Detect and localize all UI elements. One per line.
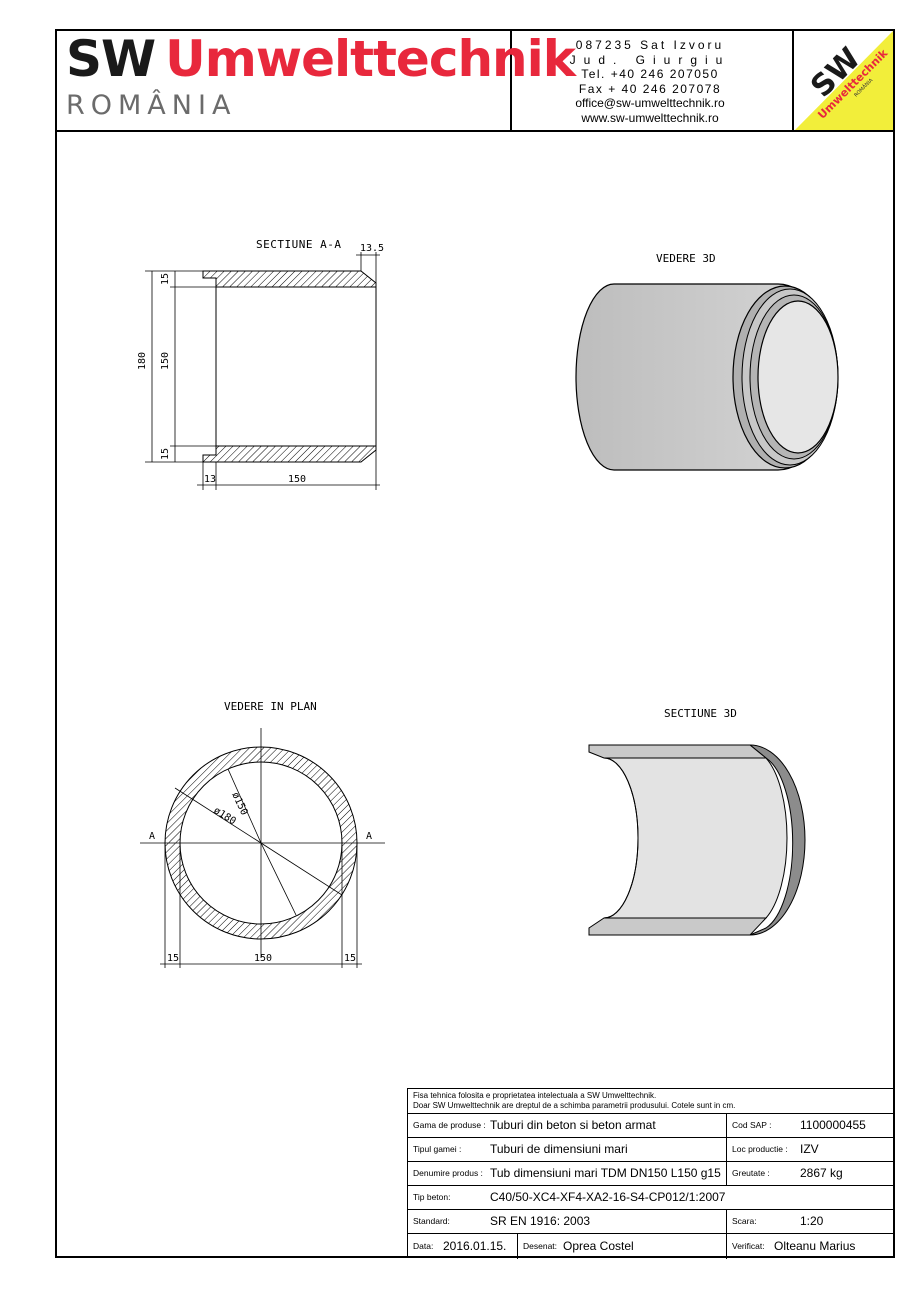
data-label: Data: bbox=[413, 1241, 434, 1251]
data-value: 2016.01.15. bbox=[443, 1239, 507, 1253]
header-divider bbox=[510, 29, 512, 132]
contact-website[interactable]: www.sw-umwelttechnik.ro bbox=[581, 110, 719, 125]
sw-badge-logo: SW Umwelttechnik ROMÂNIA bbox=[795, 31, 893, 130]
dim-150-plan: 150 bbox=[254, 953, 272, 964]
greutate-value: 2867 kg bbox=[800, 1166, 843, 1180]
bottom-wall-section bbox=[202, 445, 377, 463]
view-3d-title: VEDERE 3D bbox=[656, 252, 716, 265]
denumire-value: Tub dimensiuni mari TDM DN150 L150 g15 bbox=[490, 1166, 721, 1180]
contact-county: Jud. Giurgiu bbox=[569, 52, 731, 67]
dim-15-left: 15 bbox=[167, 953, 179, 964]
verificat-label: Verificat: bbox=[732, 1241, 765, 1251]
section-aa-view: SECTIUNE A-A 180 150 15 15 13 150 bbox=[137, 238, 384, 490]
gama-label: Gama de produse : bbox=[413, 1120, 486, 1130]
section-3d-title: SECTIUNE 3D bbox=[664, 707, 737, 720]
top-wall-section bbox=[202, 270, 377, 288]
section-3d: SECTIUNE 3D bbox=[588, 707, 806, 936]
header bbox=[55, 29, 895, 132]
header-divider bbox=[792, 29, 794, 132]
section-mark-a-right: A bbox=[366, 831, 372, 842]
desenat-value: Oprea Costel bbox=[563, 1239, 634, 1253]
contact-email[interactable]: office@sw-umwelttechnik.ro bbox=[575, 96, 725, 110]
plan-view-title: VEDERE IN PLAN bbox=[224, 700, 317, 713]
logo-sw-text: SW bbox=[66, 30, 156, 88]
dim-15-top: 15 bbox=[160, 273, 171, 285]
view-3d: VEDERE 3D bbox=[575, 252, 839, 471]
tip-gamei-label: Tipul gamei : bbox=[413, 1144, 462, 1154]
contact-tel: Tel. +40 246 207050 bbox=[581, 67, 719, 81]
contact-postal: 087235 Sat Izvoru bbox=[575, 38, 725, 52]
dim-150: 150 bbox=[160, 352, 171, 370]
tip-beton-label: Tip beton: bbox=[413, 1192, 451, 1202]
dim-15-bottom: 15 bbox=[160, 448, 171, 460]
standard-label: Standard: bbox=[413, 1216, 450, 1226]
tube-inner-opening bbox=[757, 300, 839, 454]
tip-beton-value: C40/50-XC4-XF4-XA2-16-S4-CP012/1:2007 bbox=[490, 1190, 726, 1204]
verificat-value: Olteanu Marius bbox=[774, 1239, 856, 1253]
tip-gamei-value: Tuburi de dimensiuni mari bbox=[490, 1142, 628, 1156]
dim-150-length: 150 bbox=[288, 474, 306, 485]
ownership-note: Fisa tehnica folosita e proprietatea int… bbox=[413, 1091, 657, 1100]
denumire-label: Denumire produs : bbox=[413, 1168, 483, 1178]
scara-label: Scara: bbox=[732, 1216, 757, 1226]
desenat-label: Desenat: bbox=[523, 1241, 558, 1251]
contact-fax: Fax + 40 246 207078 bbox=[578, 81, 722, 96]
loc-productie-label: Loc productie : bbox=[732, 1144, 788, 1154]
dim-13: 13 bbox=[204, 474, 216, 485]
gama-value: Tuburi din beton si beton armat bbox=[490, 1118, 656, 1132]
section-aa-title: SECTIUNE A-A bbox=[256, 238, 341, 251]
scara-value: 1:20 bbox=[800, 1214, 824, 1228]
section-mark-a-left: A bbox=[149, 831, 155, 842]
greutate-label: Greutate : bbox=[732, 1168, 770, 1178]
dim-180: 180 bbox=[137, 352, 148, 370]
title-block: Fisa tehnica folosita e proprietatea int… bbox=[407, 1088, 895, 1259]
plan-view: VEDERE IN PLAN A A ø150 ø180 15 150 15 bbox=[140, 700, 385, 968]
loc-productie-value: IZV bbox=[800, 1142, 819, 1156]
logo-brand-name: Umwelttechnik bbox=[165, 30, 576, 88]
logo-country: ROMÂNIA bbox=[66, 90, 237, 121]
cod-sap-value: 1100000455 bbox=[800, 1118, 866, 1132]
cod-sap-label: Cod SAP : bbox=[732, 1120, 772, 1130]
standard-value: SR EN 1916: 2003 bbox=[490, 1214, 591, 1228]
dim-13-5: 13.5 bbox=[360, 243, 384, 254]
contact-block: 087235 Sat Izvoru Jud. Giurgiu Tel. +40 … bbox=[515, 38, 785, 125]
rights-note: Doar SW Umwelttechnik are dreptul de a s… bbox=[413, 1101, 736, 1110]
dim-15-right: 15 bbox=[344, 953, 356, 964]
